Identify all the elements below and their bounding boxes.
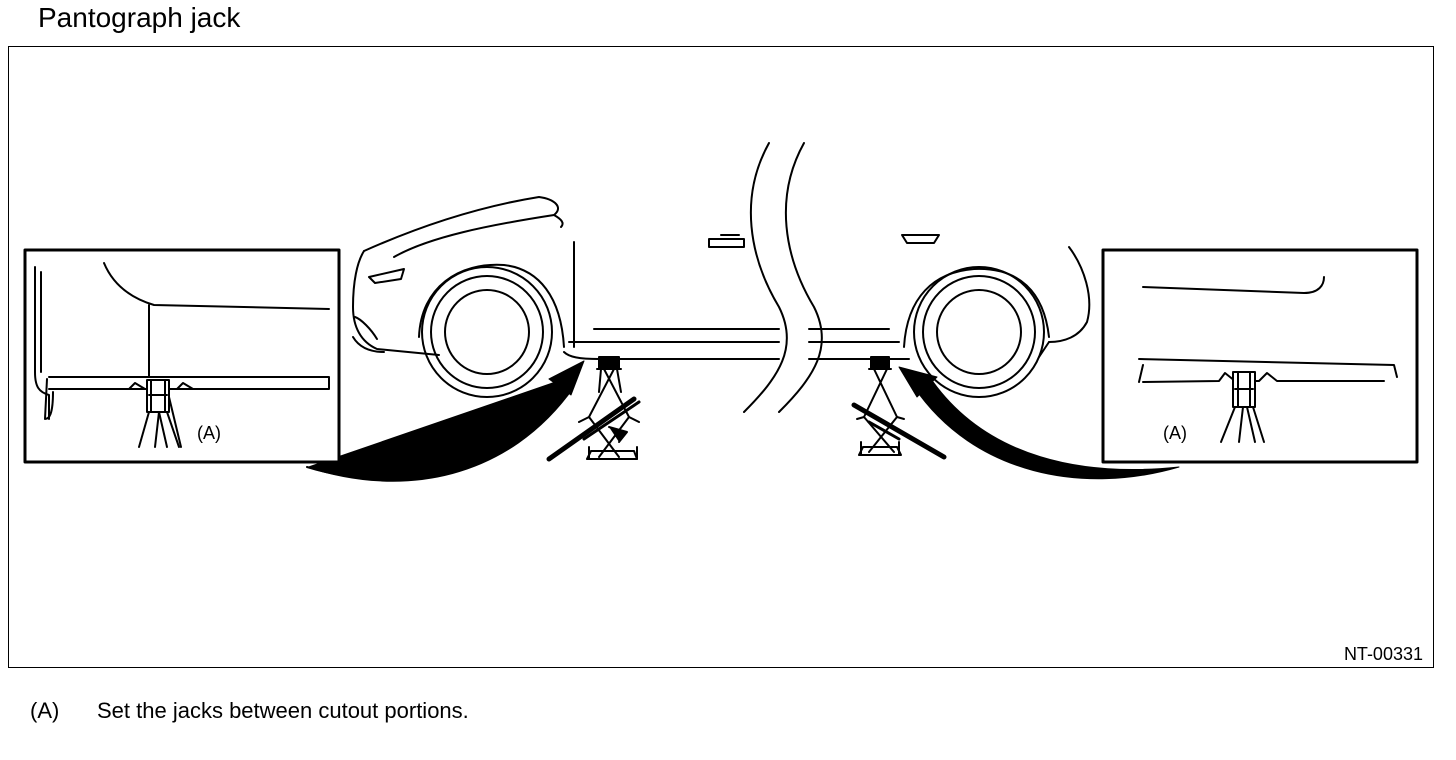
figure-frame: (A) (A) NT-00331 bbox=[8, 46, 1434, 668]
page-title: Pantograph jack bbox=[38, 2, 241, 33]
left-detail-inset: (A) bbox=[23, 248, 341, 464]
left-jack bbox=[546, 356, 641, 462]
figure-code: NT-00331 bbox=[1343, 644, 1423, 664]
right-jack bbox=[851, 356, 947, 460]
car-body bbox=[352, 142, 1091, 413]
legend-text: Set the jacks between cutout portions. bbox=[97, 698, 469, 723]
jack-point-diagram: (A) (A) bbox=[23, 142, 1419, 482]
right-callout-label: (A) bbox=[1163, 423, 1187, 443]
left-arrow bbox=[306, 360, 585, 482]
legend-key: (A) bbox=[30, 698, 60, 723]
right-arrow bbox=[898, 366, 1180, 480]
right-detail-inset: (A) bbox=[1101, 248, 1419, 464]
left-callout-label: (A) bbox=[197, 423, 221, 443]
